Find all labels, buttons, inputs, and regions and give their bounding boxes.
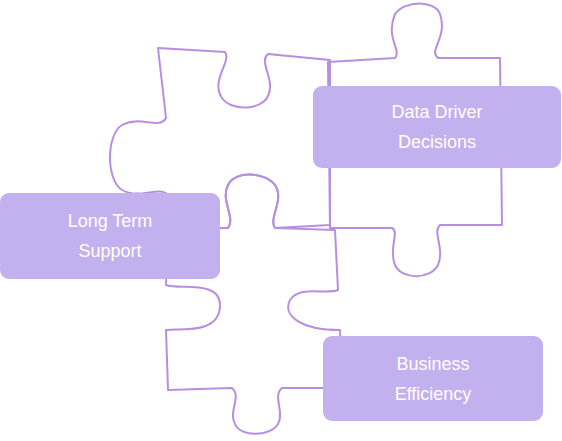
label-box: Data Driver Decisions <box>313 86 561 168</box>
label-box: Business Efficiency <box>323 336 543 421</box>
box-label: Business Efficiency <box>371 349 496 409</box>
box-label: Long Term Support <box>48 206 173 266</box>
box-label: Data Driver Decisions <box>375 97 500 157</box>
label-box: Long Term Support <box>0 193 220 279</box>
